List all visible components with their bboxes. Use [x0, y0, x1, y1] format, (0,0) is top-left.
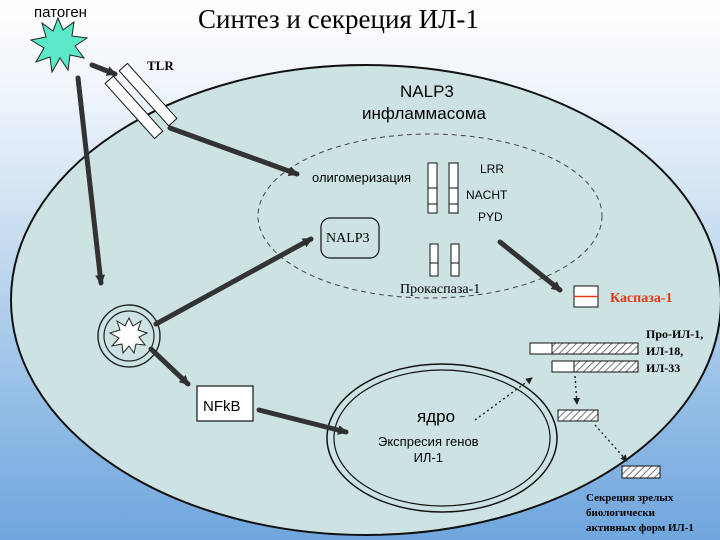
label-nalp3-title: NALP3	[400, 82, 454, 101]
nfkb-box	[196, 385, 254, 422]
arrow-mature-secreted	[594, 424, 628, 462]
label-il-33: ИЛ-33	[646, 361, 681, 375]
label-nucleus: ядро	[417, 407, 456, 426]
nucleus	[326, 363, 558, 513]
inflammasome-zone	[257, 133, 603, 299]
mature-il-bar	[557, 409, 599, 422]
nalp3-domain-bars	[427, 162, 459, 214]
label-lrr: LRR	[480, 162, 505, 176]
arrow-nucleus-prool	[474, 377, 533, 421]
label-pyd: PYD	[478, 210, 503, 224]
procaspase-bars	[429, 243, 460, 277]
label-secretion: Секреция зрелых биологически активных фо…	[586, 491, 694, 536]
tlr-receptor-icon	[104, 62, 178, 140]
label-inflammasome: инфламмасома	[362, 104, 486, 123]
arrow-nfkb-nucleus	[256, 407, 349, 435]
label-il-18: ИЛ-18,	[646, 344, 684, 358]
label-gene-expression-line2: ИЛ-1	[413, 450, 444, 465]
label-secretion-line1: Секреция зрелых	[586, 492, 674, 504]
label-secretion-line3: активных форм ИЛ-1	[586, 522, 694, 534]
label-caspase: Каспаза-1	[610, 291, 673, 306]
endosome	[97, 304, 161, 368]
arrow-tlr-oligomerization	[167, 125, 300, 177]
label-nalp3-box: NALP3	[326, 231, 370, 246]
endosome-pathogen-icon	[108, 316, 149, 355]
caspase-icon	[573, 285, 599, 308]
arrow-pathogen-tlr	[89, 62, 118, 77]
secreted-il-bar	[621, 465, 661, 479]
label-pro-il-1: Про-ИЛ-1,	[646, 327, 704, 341]
diagram-title: Синтез и секреция ИЛ-1	[198, 4, 479, 34]
endosome-inner	[103, 310, 155, 362]
label-nacht: NACHT	[466, 188, 508, 202]
nalp3-box	[320, 217, 380, 259]
arrow-endosome-nfkb	[148, 346, 191, 387]
pro-il-bars	[529, 342, 639, 373]
label-secretion-line2: биологически	[586, 507, 655, 519]
label-pro-il: Про-ИЛ-1, ИЛ-18, ИЛ-33	[646, 326, 703, 377]
label-gene-expression-line1: Экспресия генов	[378, 434, 479, 449]
label-pathogen: патоген	[34, 4, 87, 21]
label-gene-expression: Экспресия генов ИЛ-1	[378, 434, 479, 466]
arrow-procaspase-caspase	[497, 239, 563, 293]
nucleus-inner-membrane	[333, 369, 551, 507]
arrow-tlr-endosome	[75, 75, 106, 286]
label-oligomerization: олигомеризация	[312, 170, 412, 185]
arrow-endosome-nalp3	[153, 236, 314, 327]
pathogen-icon	[29, 16, 89, 74]
label-procaspase: Прокаспаза-1	[400, 282, 481, 297]
label-nfkb: NFkB	[203, 398, 241, 415]
label-tlr: TLR	[147, 58, 174, 73]
